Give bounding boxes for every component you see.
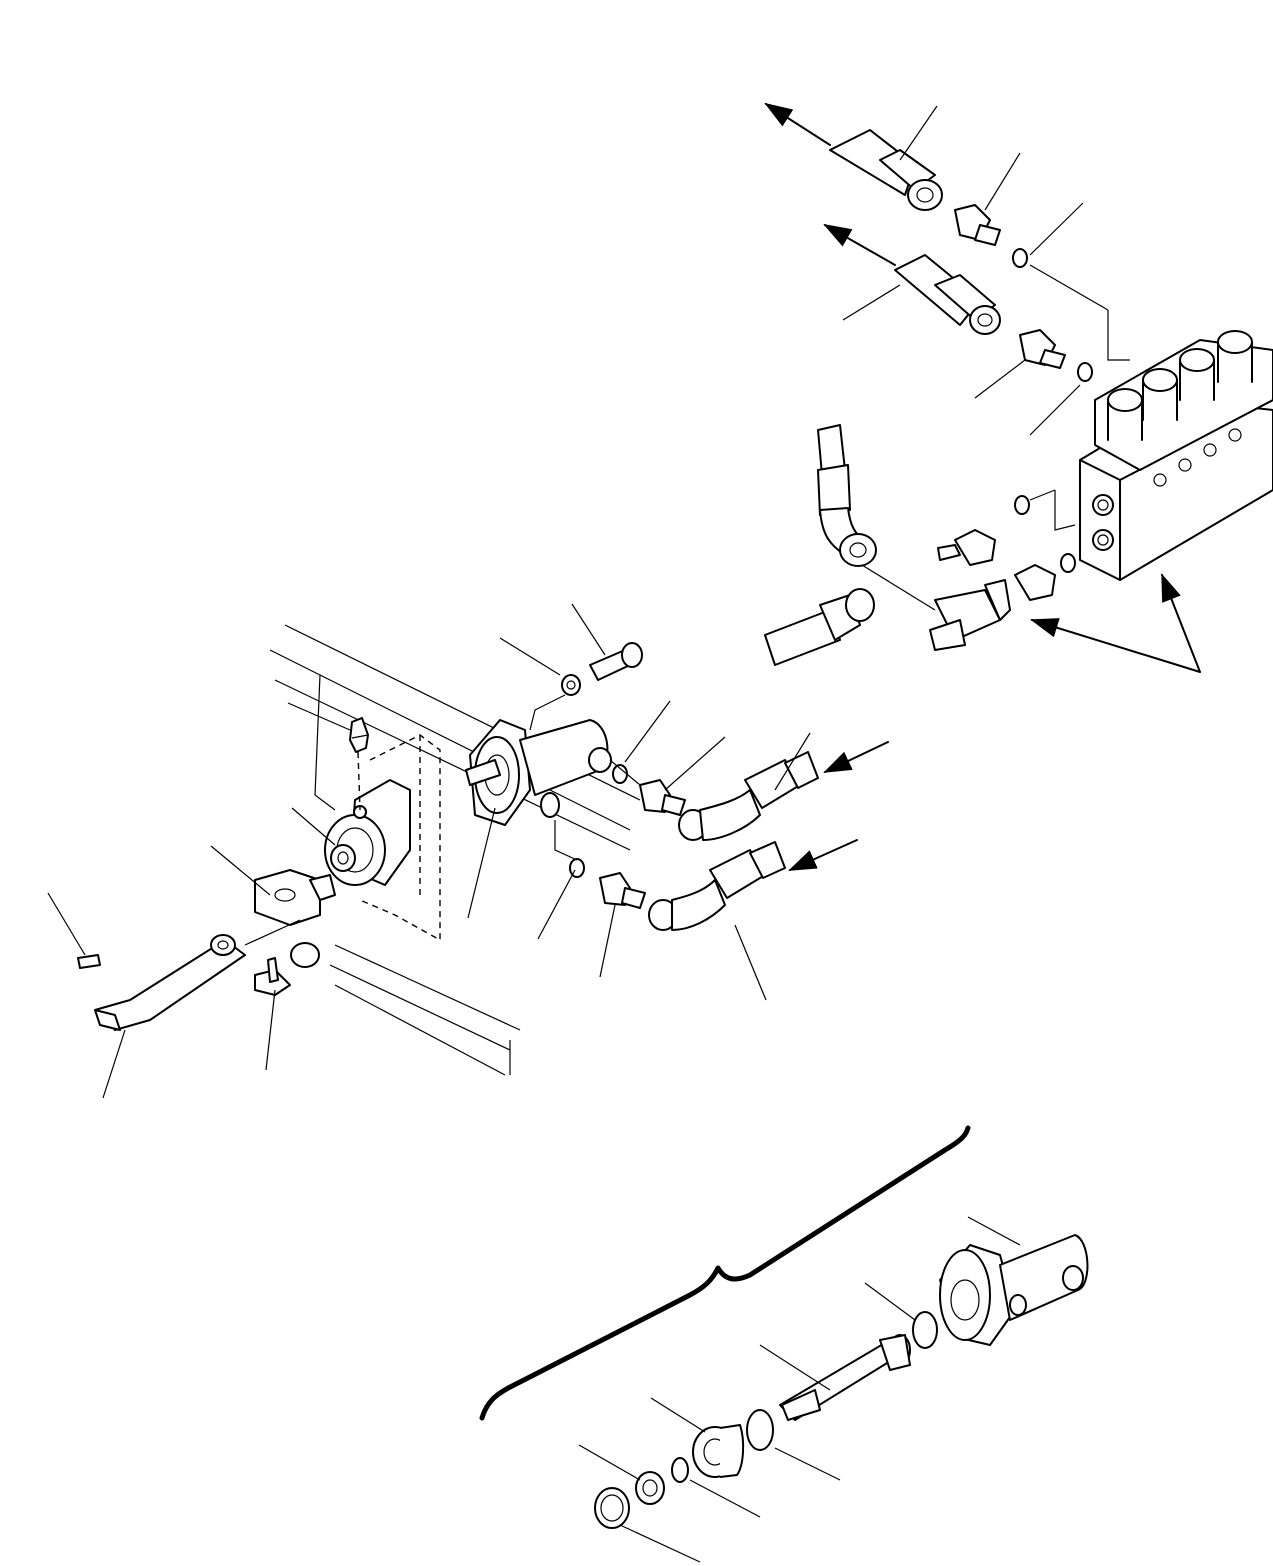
- o-ring-side-1: [1014, 495, 1030, 515]
- adapter-fitting-side-2: [1014, 564, 1056, 601]
- o-ring-detail-mid: [746, 1409, 774, 1451]
- o-ring-side-2: [1060, 553, 1076, 573]
- hose-assembly-middle: [894, 254, 1001, 335]
- seal-detail: [635, 1471, 665, 1505]
- mounting-frame-outline: [269, 624, 641, 1076]
- cylinder-housing-detail: [939, 1234, 1089, 1346]
- adapter-fitting-top: [954, 204, 1001, 246]
- callout-leaders-upper: [842, 105, 1084, 436]
- adapter-fitting-middle: [1019, 329, 1066, 369]
- control-lever: [94, 934, 246, 1031]
- adapter-cyl-upper: [639, 779, 686, 816]
- flow-arrow-out-1: [764, 102, 831, 146]
- hose-elbow-left: [817, 424, 877, 567]
- flow-arrow-in-1: [823, 741, 889, 773]
- pivot-pin-plate: [254, 942, 320, 996]
- o-ring-detail-large: [912, 1311, 938, 1349]
- clevis-bracket: [254, 869, 336, 926]
- rotary-switch-body: [324, 779, 411, 886]
- cylinder-shaft: [465, 759, 501, 786]
- grease-nipple: [349, 717, 369, 753]
- adapter-cyl-lower: [599, 872, 646, 909]
- pointer-arrow-manifold: [1161, 573, 1201, 673]
- hose-assembly-top: [829, 129, 943, 211]
- pointer-arrow-tee: [1030, 618, 1201, 673]
- hose-straight-left: [764, 588, 875, 666]
- manifold-valve-caps: [1107, 330, 1253, 441]
- elbow-hose-upper: [678, 751, 819, 841]
- snap-ring-detail: [594, 1487, 630, 1529]
- elbow-hose-lower: [648, 841, 786, 931]
- callout-leaders-middle: [47, 603, 811, 1099]
- washer: [561, 674, 581, 696]
- o-ring-top: [1012, 248, 1028, 268]
- flow-arrow-in-2: [788, 839, 858, 871]
- adapter-fitting-side-1: [937, 529, 996, 566]
- o-ring-detail-small: [671, 1457, 689, 1483]
- valve-body-dashed: [359, 734, 441, 942]
- flow-arrow-out-2: [823, 224, 896, 266]
- callout-leaders-lower: [578, 1216, 1021, 1563]
- bushing-detail: [692, 1424, 745, 1478]
- tee-fitting: [929, 579, 1011, 651]
- valve-manifold-block: [1079, 339, 1273, 581]
- o-ring-middle: [1077, 362, 1093, 382]
- set-screw: [77, 954, 101, 969]
- detail-brace: [479, 1125, 971, 1421]
- mounting-bolt: [589, 642, 643, 681]
- piston-rod-detail: [779, 1334, 911, 1421]
